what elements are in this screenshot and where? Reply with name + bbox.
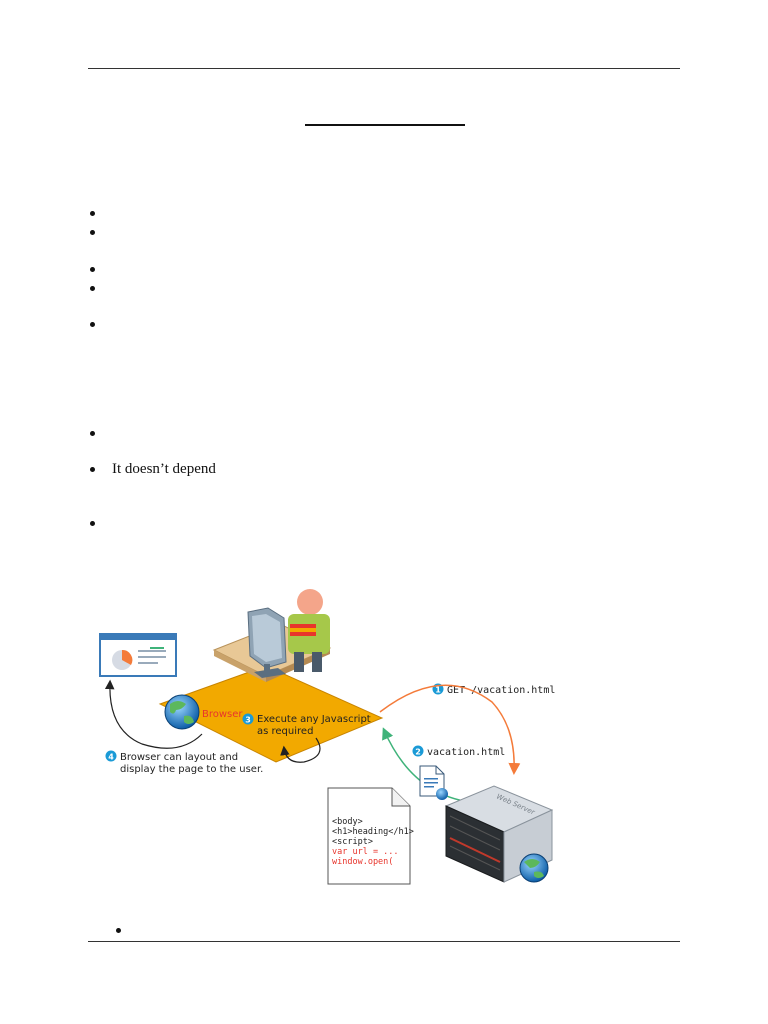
web-request-diagram: Browser 3 Execute any Javascript as requ… [99,589,555,885]
step-2-label: vacation.html [427,747,505,758]
title-underline [305,124,465,126]
browser-globe-icon [164,694,200,730]
monitor [247,607,287,678]
page-preview-icon [99,633,177,677]
browser-label: Browser [202,709,243,720]
footer-rule [88,941,680,942]
step-1-number: 1 [435,686,441,695]
request-arrow [379,684,521,775]
code-line: var url = ... [332,847,399,857]
bullet-5 [90,322,95,327]
step-1-label: GET /vacation.html [447,685,555,696]
user-figure [288,589,330,672]
browser-table [158,665,384,763]
step-3-badge [242,713,254,725]
bullet-7-text: It doesn’t depend [112,461,216,477]
code-line: <h1>heading</h1> [332,827,414,837]
display-arrow [104,679,203,749]
bullet-3 [90,267,95,272]
server-globe-icon [519,853,549,883]
bullet-9 [116,928,121,933]
code-line: <body> [332,817,363,827]
step-2-number: 2 [415,748,421,757]
html-document-icon [419,765,448,800]
step-3-line2: as required [257,726,313,737]
execute-loop-arrow [280,737,321,763]
code-line: <script> [332,837,373,847]
step-4-number: 4 [108,753,114,762]
bullet-2 [90,230,95,235]
step-4-badge [105,750,117,762]
step-4-line1: Browser can layout and [120,752,238,763]
step-3-line1: Execute any Javascript [257,714,371,725]
code-line: window.open( [332,857,393,867]
bullet-8 [90,521,95,526]
bullet-6 [90,431,95,436]
code-document [327,787,411,885]
header-rule [88,68,680,69]
step-3-number: 3 [245,716,251,725]
bullet-4 [90,286,95,291]
bullet-1 [90,211,95,216]
step-4-line2: display the page to the user. [120,764,263,775]
step-2-badge [412,745,424,757]
bullet-7 [90,467,95,472]
